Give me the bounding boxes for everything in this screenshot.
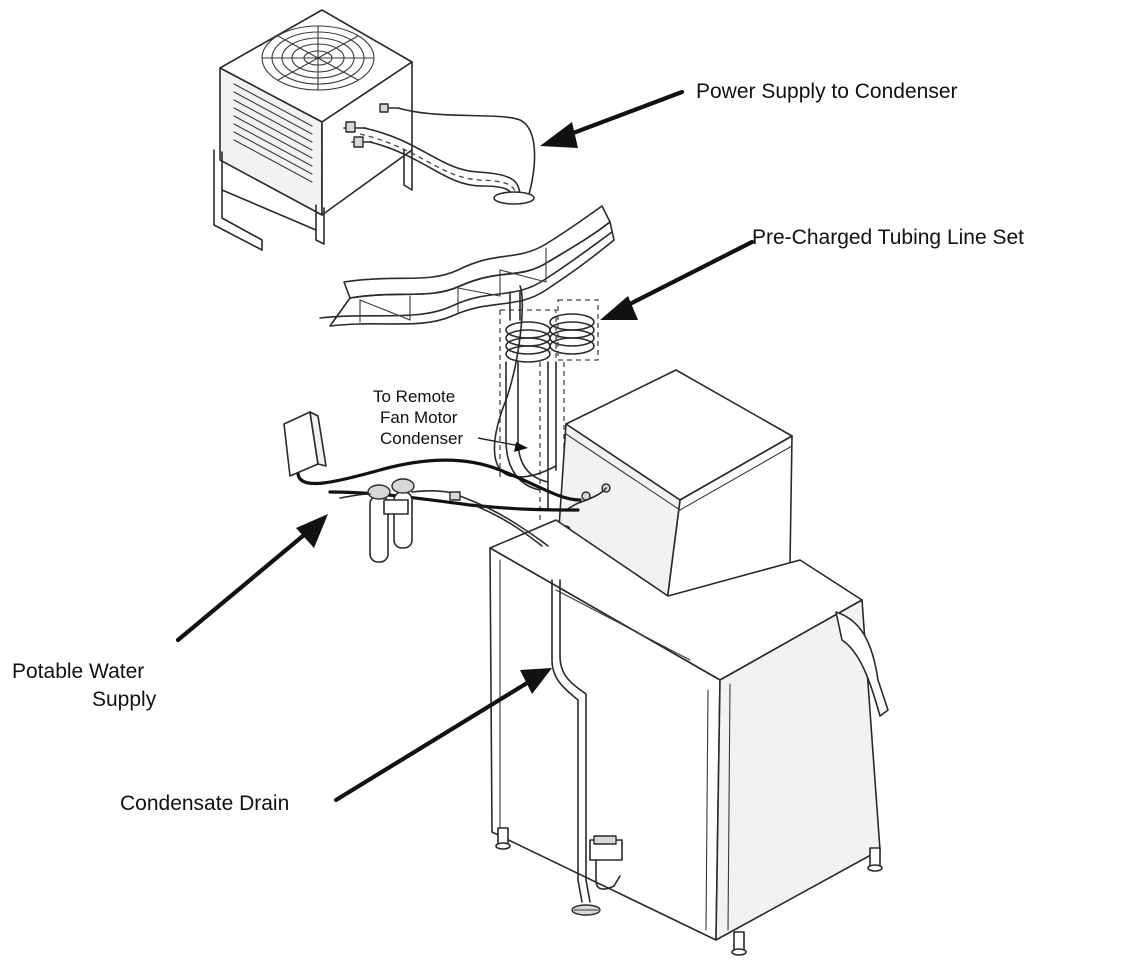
fan-guard-icon [261,25,375,91]
label-water-line1: Potable Water [12,660,144,683]
bin-legs [495,827,883,956]
arrow-power-supply [557,89,685,141]
condenser-louvres [233,83,313,183]
condenser-tubing-and-wire [359,107,536,205]
label-remote-line1: To Remote [373,387,455,406]
arrow-potable-water [175,527,313,643]
label-power-supply: Power Supply to Condenser [696,80,958,103]
roof-truss [319,205,615,327]
water-filter-assembly [339,478,549,563]
condenser-legs [213,149,413,251]
label-remote-line3: Condenser [380,429,464,448]
label-tubing-line-set: Pre-Charged Tubing Line Set [752,226,1024,249]
pre-charged-tubing-coils [499,299,599,480]
ice-storage-bin [489,519,889,956]
label-remote-line2: Fan Motor [380,408,458,427]
condenser-fittings [343,103,399,148]
label-condensate-drain: Condensate Drain [120,792,289,815]
arrow-tubing [615,239,755,313]
electrical-disconnect-box [283,411,327,477]
arrow-condensate-drain [333,677,535,803]
condensate-drain-line [551,579,601,916]
bin-drain-fitting [589,835,623,890]
leader-arrows [175,89,755,803]
label-water-line2: Supply [92,688,157,711]
power-cord [296,458,582,512]
remote-condenser-unit [213,9,413,251]
arrow-remote-fan-motor [477,437,521,447]
line-set-vertical [493,285,565,520]
